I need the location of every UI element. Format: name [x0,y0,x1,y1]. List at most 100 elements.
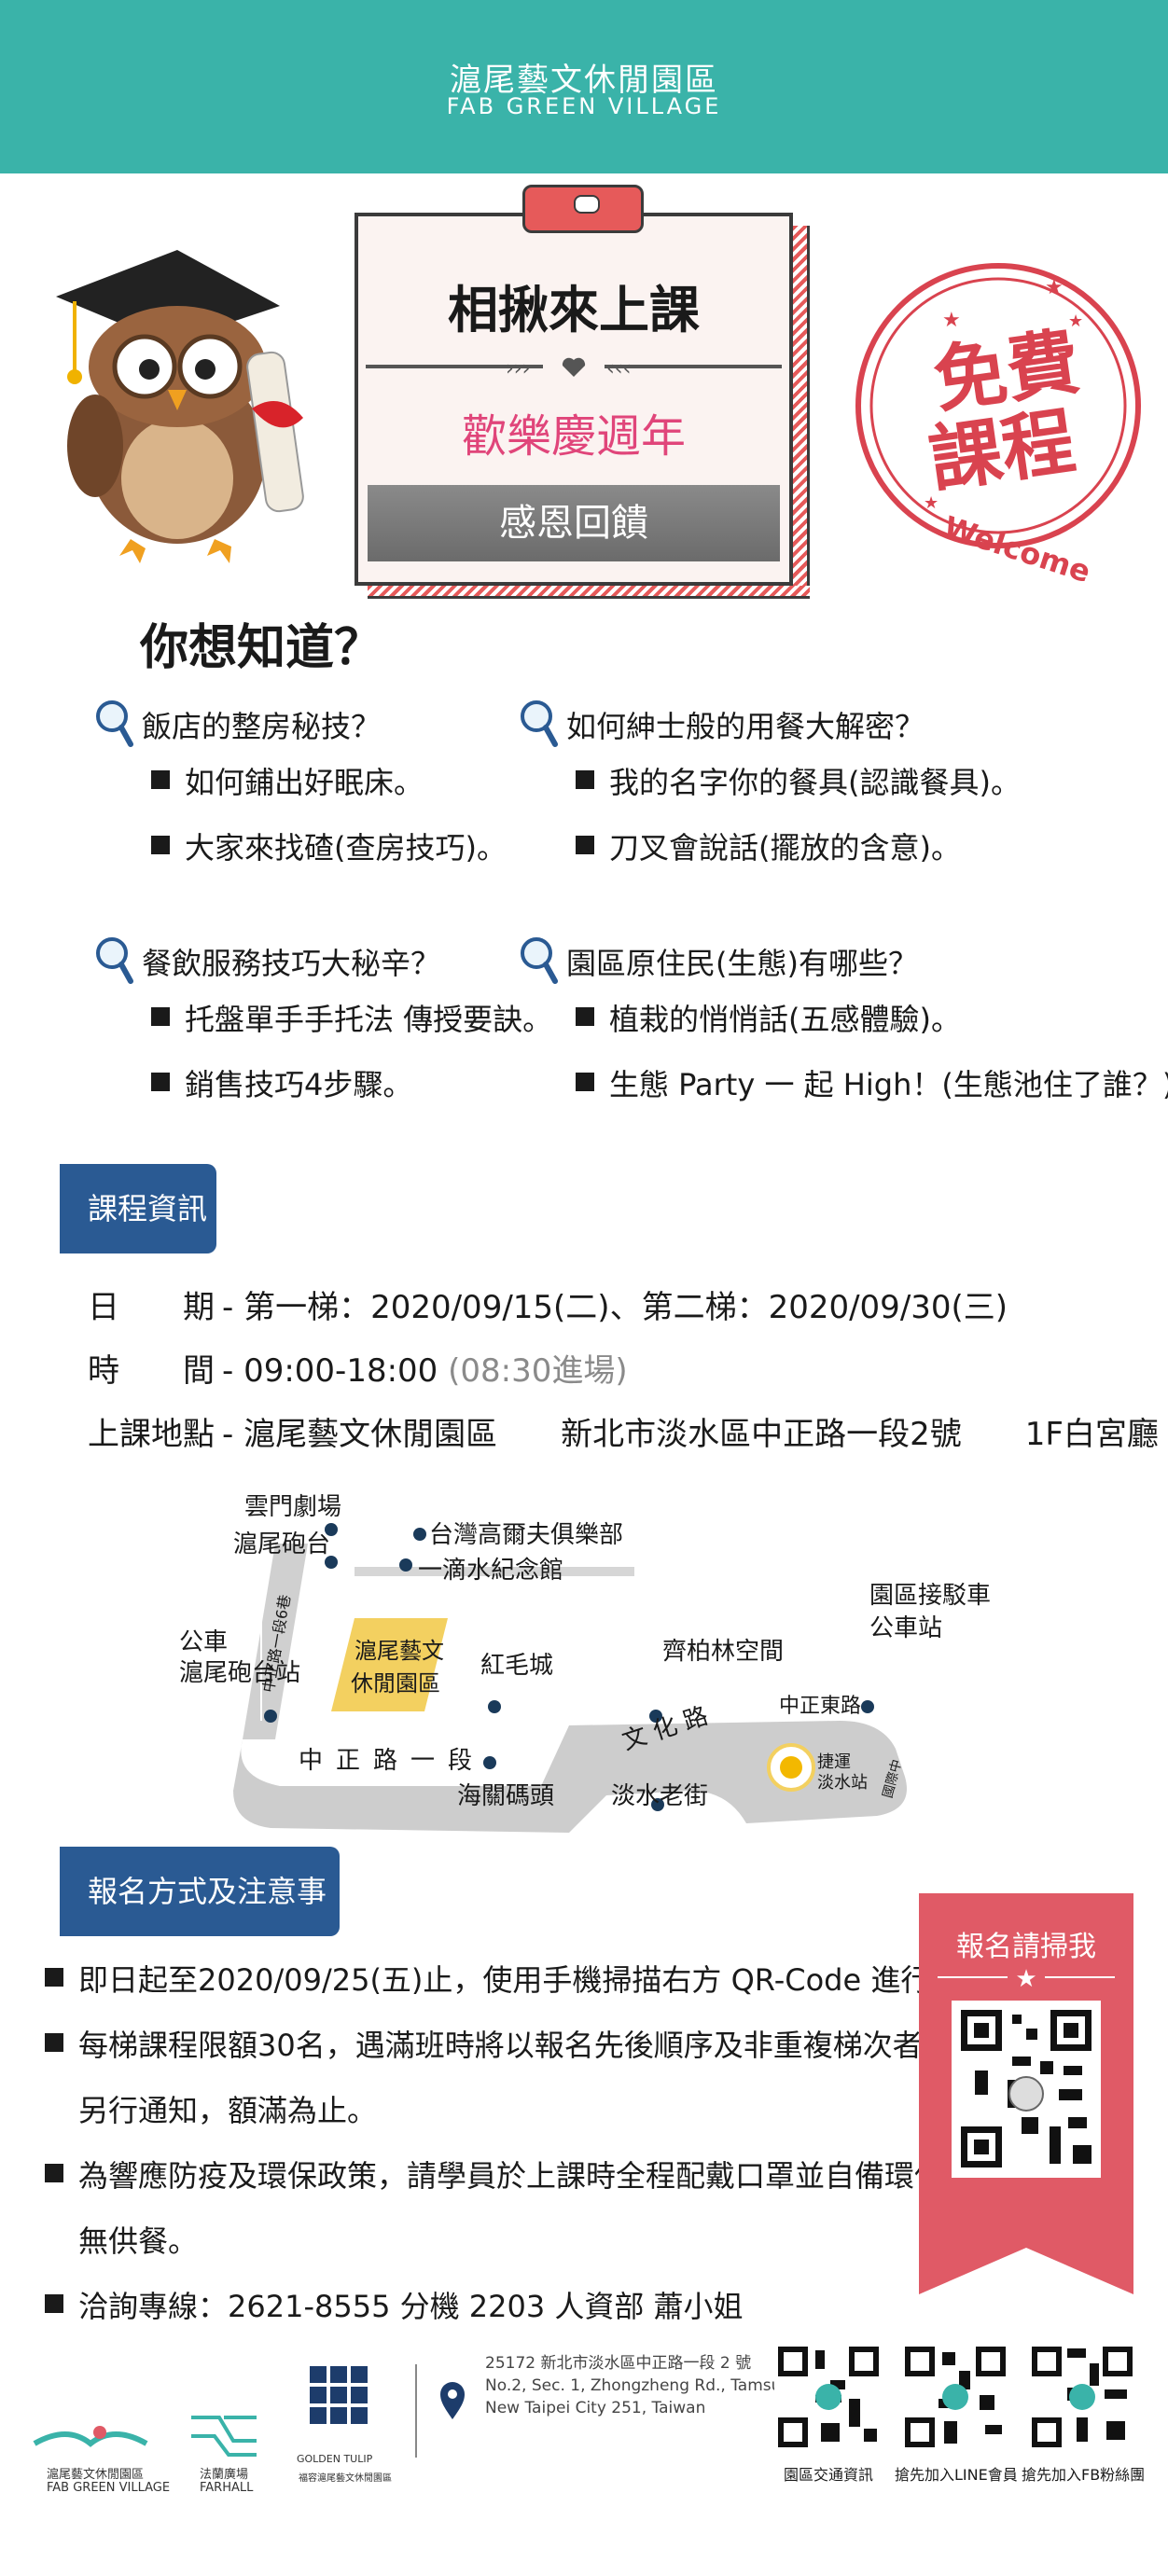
svg-text:★: ★ [924,493,939,513]
bullet-icon [151,1007,170,1026]
map-label: 海關碼頭 [457,1782,555,1810]
magnifier-icon [96,937,133,984]
topic-item: 我的名字你的餐具(認識餐具)。 [609,765,1021,800]
map-label: 滬尾砲台 [233,1530,331,1558]
logo1-zh: 滬尾藝文休閒園區 [47,2468,145,2482]
heart-divider-icon: ››› ‹‹‹ [366,357,782,381]
qr-caption: 搶先加入FB粉絲團 [1022,2466,1146,2484]
date-label: 日 期 [88,1289,215,1326]
bullet-icon [576,1073,594,1091]
svg-text:★: ★ [1045,276,1064,299]
bullet-icon [45,2033,63,2052]
magnifier-icon [96,700,133,747]
brand-name: 滬尾藝文休閒園區 [450,62,718,99]
map-label: 滬尾藝文 [355,1638,444,1664]
map-label: 中正路一段 [299,1747,486,1775]
line-qr-icon[interactable] [901,2343,1009,2451]
map-label: 齊柏林空間 [662,1638,785,1666]
clip-icon [522,185,644,233]
map-label: 休閒園區 [351,1670,440,1697]
topic-item: 托盤單手手托法 傳授要訣。 [185,1002,553,1037]
location-map: 雲門劇場 滬尾砲台 台灣高爾夫俱樂部 一滴水紀念館 公車 滬尾砲台站 滬尾藝文 … [168,1469,991,1833]
bullet-icon [151,836,170,854]
intro-heading: 你想知道？ [140,620,383,676]
bullet-icon [151,1073,170,1091]
bullet-icon [45,2294,63,2313]
place-value: - 滬尾藝文休閒園區 新北市淡水區中正路一段2號 1F白宮廳 [222,1416,1159,1453]
registration-tag: 報名方式及注意事項 [60,1847,340,1999]
logo3-en: GOLDEN TULIP [297,2453,373,2465]
qr-title: 報名請掃我 [956,1931,1096,1963]
brand-name-en: FAB GREEN VILLAGE [446,93,722,119]
course-sign: 相揪來上課 ››› ‹‹‹ 歡樂慶週年 感恩回饋 [355,185,810,599]
topic-question: 飯店的整房秘技？ [142,709,382,744]
stamp-line1: 免費 [929,321,1085,424]
course-info-tag: 課程資訊 [60,1164,216,1253]
svg-text:★: ★ [1015,1965,1036,1993]
address-en-2: New Taipei City 251, Taiwan [485,2399,706,2417]
location-pin-icon [440,2382,465,2419]
bullet-icon [576,770,594,789]
magnifier-icon [521,700,558,747]
map-label: 中正東路 [779,1695,862,1718]
address-en-1: No.2, Sec. 1, Zhongzheng Rd., Tamsui Dis… [485,2376,826,2395]
time-note: (08:30進場) [448,1352,628,1390]
topic-item: 如何鋪出好眠床。 [185,765,424,800]
map-label: 捷運 [817,1752,851,1772]
register-qr-ribbon[interactable]: ★ 報名請掃我 [919,1893,1133,2294]
topic-item: 生態 Party 一 起 High！(生態池住了誰？) [609,1067,1168,1102]
sign-title: 相揪來上課 [448,281,700,339]
svg-text:›››: ››› [506,357,530,381]
facebook-qr-icon[interactable] [1028,2343,1136,2451]
svg-text:‹‹‹: ‹‹‹ [606,357,631,381]
bullet-icon [576,836,594,854]
logo2-en: FARHALL [200,2481,254,2495]
svg-text:★: ★ [942,309,961,332]
date-value: - 第一梯：2020/09/15(二)、第二梯：2020/09/30(三) [222,1289,1008,1326]
footer-divider [415,2364,417,2458]
topic-item: 大家來找碴(查房技巧)。 [185,830,507,866]
logo1-en: FAB GREEN VILLAGE [47,2481,171,2495]
magnifier-icon [521,937,558,984]
map-label: 滬尾砲台站 [179,1659,301,1687]
sign-subtitle: 歡樂慶週年 [461,410,686,463]
logo3-zh: 福容滬尾藝文休閒園區 [299,2473,392,2484]
fab-green-village-logo-icon [33,2426,148,2447]
farhall-logo-icon [191,2416,257,2457]
map-label: 台灣高爾夫俱樂部 [429,1521,624,1549]
header-banner: 滬尾藝文休閒園區 FAB GREEN VILLAGE [0,0,1168,173]
place-label: 上課地點 [88,1416,215,1453]
date-row: 日 期- 第一梯：2020/09/15(二)、第二梯：2020/09/30(三) [88,1281,1008,1327]
map-label: 一滴水紀念館 [418,1557,564,1585]
bullet-icon [576,1007,594,1026]
svg-text:★: ★ [1068,312,1083,331]
owl-mascot-icon [56,250,304,563]
stamp-welcome: Welcome [939,509,1095,589]
logo2-zh: 法蘭廣場 [200,2468,249,2482]
bullet-icon [151,770,170,789]
topic-item: 銷售技巧4步驟。 [185,1067,413,1102]
golden-tulip-logo-icon [310,2366,368,2424]
address: 25172 新北市淡水區中正路一段 2 號 No.2, Sec. 1, Zhon… [485,2352,826,2419]
map-label: 紅毛城 [480,1652,554,1680]
time-value: - 09:00-18:00 [222,1352,438,1390]
topic-question: 園區原住民(生態)有哪些？ [566,946,918,981]
time-row: 時 間- 09:00-18:00 (08:30進場) [88,1345,628,1391]
map-roads [233,1523,907,1833]
map-label: 雲門劇場 [244,1493,342,1521]
map-label: 淡水老街 [611,1782,709,1810]
qr-caption: 園區交通資訊 [783,2466,873,2484]
transport-qr-icon[interactable] [774,2343,883,2451]
topic-item: 植栽的悄悄話(五感體驗)。 [609,1002,961,1037]
topic-question: 餐飲服務技巧大秘辛？ [142,946,441,981]
bullet-icon [45,1968,63,1987]
sign-bar: 感恩回饋 [368,485,780,561]
topic-item: 刀叉會說話(擺放的含意)。 [609,830,961,866]
map-label: 公車站 [869,1614,943,1642]
topic-question: 如何紳士般的用餐大解密？ [566,709,925,744]
free-course-stamp-icon: ★ ★ ★ ★ 免費 課程 Welcome [855,263,1141,589]
stamp-line2: 課程 [925,400,1080,504]
map-label: 公車 [179,1628,229,1656]
address-zh: 25172 新北市淡水區中正路一段 2 號 [485,2354,752,2373]
time-label: 時 間 [88,1352,215,1390]
